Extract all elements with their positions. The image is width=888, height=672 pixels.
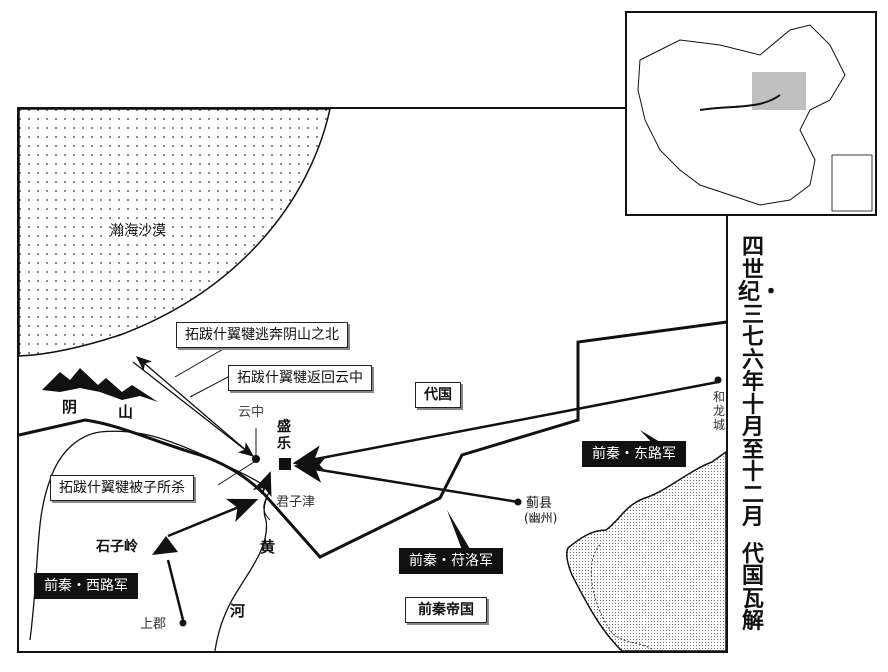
shengle-capital-icon — [279, 458, 291, 470]
place-shengle-2: 乐 — [277, 436, 291, 452]
desert-area — [18, 108, 331, 357]
army-fuluo: 前秦・苻洛军 — [399, 548, 503, 574]
annotation-flee-north: 拓跋什翼犍逃奔阴山之北 — [176, 322, 348, 348]
sea-area — [566, 450, 727, 652]
shiziling-label: 石子岭 — [96, 539, 138, 555]
place-shangjun: 上郡 — [140, 617, 167, 632]
river-label-he: 河 — [230, 602, 246, 620]
place-junzijin: 君子津 — [276, 495, 316, 510]
title-period: 四世纪・三七六年十月至十二月 — [738, 234, 783, 530]
river-label-huang: 黄 — [260, 538, 276, 556]
army-west: 前秦・西路军 — [34, 573, 138, 599]
army-east: 前秦・东路军 — [582, 441, 686, 467]
mountain-icon — [42, 368, 178, 555]
annotation-return-yunzhong: 拓跋什翼犍返回云中 — [228, 365, 372, 391]
region-dai: 代国 — [415, 382, 461, 408]
place-youzhou: (幽州) — [524, 511, 558, 525]
yinshan-label-2: 山 — [118, 403, 134, 421]
place-shengle-1: 盛 — [277, 419, 291, 435]
inset-map — [625, 11, 877, 216]
place-yunzhong: 云中 — [238, 405, 265, 420]
annotation-killed: 拓跋什翼犍被子所杀 — [50, 475, 194, 501]
map-title: 四世纪・三七六年十月至十二月 代国瓦解 — [738, 234, 783, 634]
place-helongcheng: 和龙城 — [713, 390, 726, 432]
region-qin-empire: 前秦帝国 — [405, 597, 487, 623]
place-jixian: 蓟县 — [526, 496, 553, 511]
desert-label: 瀚海沙漠 — [110, 223, 166, 239]
title-event: 代国瓦解 — [741, 540, 764, 634]
dai-border — [18, 320, 728, 559]
yunzhong-dot — [252, 455, 260, 463]
yinshan-label-1: 阴 — [62, 398, 78, 416]
